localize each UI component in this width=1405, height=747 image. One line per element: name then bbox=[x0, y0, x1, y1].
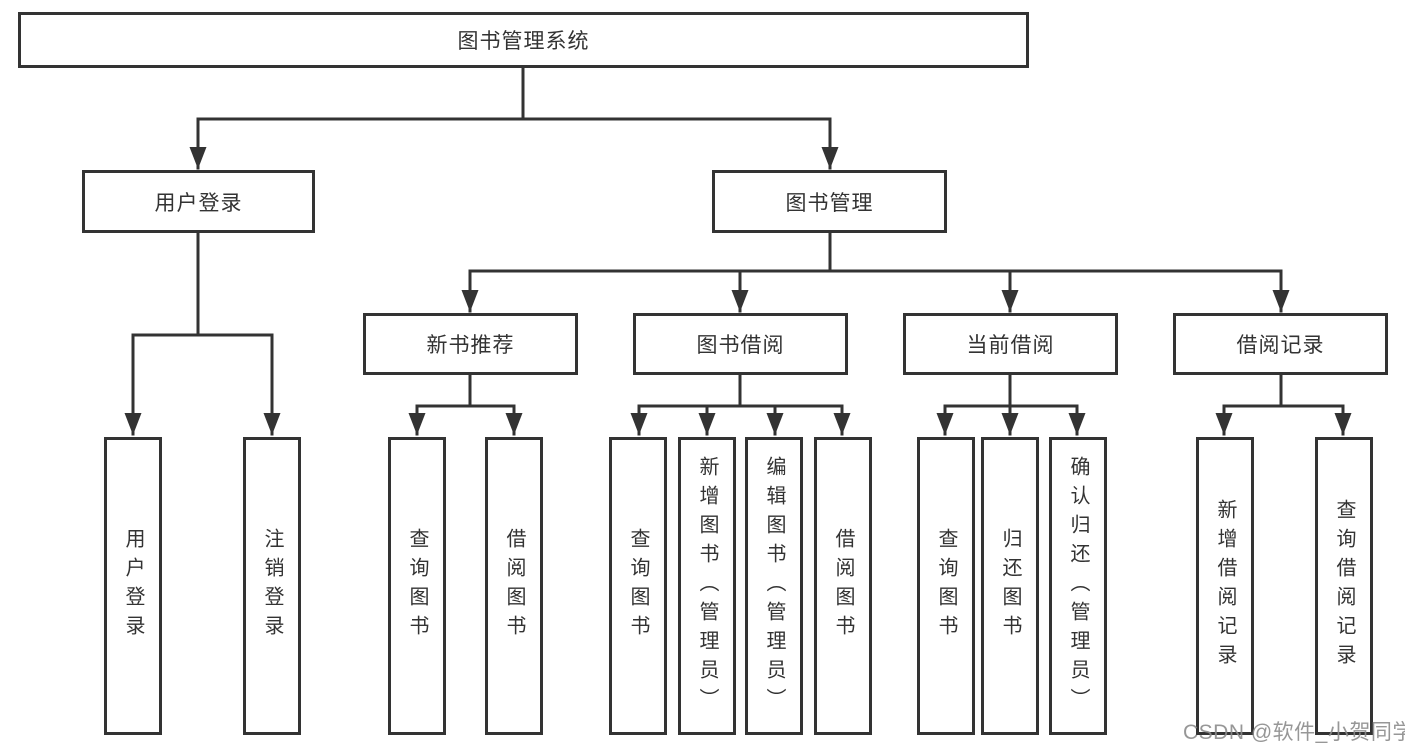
node-root: 图书管理系统 bbox=[18, 12, 1029, 68]
leaf-user-login-label: 用户登录 bbox=[122, 528, 144, 644]
node-book-borrow-label: 图书借阅 bbox=[696, 334, 785, 357]
leaf-current-return-books: 归还图书 bbox=[981, 437, 1039, 735]
leaf-logout-label: 注销登录 bbox=[261, 528, 283, 644]
connector-trunks bbox=[131, 66, 1345, 408]
node-new-book-recommend-label: 新书推荐 bbox=[426, 334, 515, 357]
node-book-borrow: 图书借阅 bbox=[633, 313, 848, 375]
node-root-label: 图书管理系统 bbox=[457, 30, 590, 53]
node-borrow-records-label: 借阅记录 bbox=[1236, 334, 1325, 357]
leaf-borrow-add-books-admin: 新增图书（管理员） bbox=[678, 437, 736, 735]
leaf-records-query-record-label: 查询借阅记录 bbox=[1333, 499, 1355, 673]
leaf-borrow-add-books-admin-label: 新增图书（管理员） bbox=[696, 455, 718, 717]
node-user-login-label: 用户登录 bbox=[154, 191, 243, 215]
leaf-current-query-books: 查询图书 bbox=[917, 437, 975, 735]
node-user-login: 用户登录 bbox=[82, 170, 315, 233]
leaf-current-confirm-return-admin: 确认归还（管理员） bbox=[1049, 437, 1107, 735]
leaf-borrow-query-books: 查询图书 bbox=[609, 437, 667, 735]
leaf-current-return-books-label: 归还图书 bbox=[999, 528, 1021, 644]
node-book-management: 图书管理 bbox=[712, 170, 947, 233]
leaf-user-login: 用户登录 bbox=[104, 437, 162, 735]
leaf-borrow-query-books-label: 查询图书 bbox=[627, 528, 649, 644]
leaf-logout: 注销登录 bbox=[243, 437, 301, 735]
leaf-borrow-borrow-books-label: 借阅图书 bbox=[832, 528, 854, 644]
leaf-recommend-borrow-books: 借阅图书 bbox=[485, 437, 543, 735]
leaf-current-query-books-label: 查询图书 bbox=[935, 528, 957, 644]
leaf-recommend-query-books: 查询图书 bbox=[388, 437, 446, 735]
node-current-borrow-label: 当前借阅 bbox=[966, 334, 1055, 357]
leaf-records-query-record: 查询借阅记录 bbox=[1315, 437, 1373, 735]
node-current-borrow: 当前借阅 bbox=[903, 313, 1118, 375]
leaf-current-confirm-return-admin-label: 确认归还（管理员） bbox=[1067, 455, 1089, 717]
leaf-records-add-record-label: 新增借阅记录 bbox=[1214, 499, 1236, 673]
leaf-borrow-edit-books-admin: 编辑图书（管理员） bbox=[745, 437, 803, 735]
leaf-records-add-record: 新增借阅记录 bbox=[1196, 437, 1254, 735]
csdn-watermark: CSDN @软件_小贺同学 bbox=[1183, 721, 1405, 744]
node-book-management-label: 图书管理 bbox=[785, 191, 874, 215]
leaf-recommend-query-books-label: 查询图书 bbox=[406, 528, 428, 644]
node-borrow-records: 借阅记录 bbox=[1173, 313, 1388, 375]
node-new-book-recommend: 新书推荐 bbox=[363, 313, 578, 375]
leaf-borrow-edit-books-admin-label: 编辑图书（管理员） bbox=[763, 455, 785, 717]
leaf-borrow-borrow-books: 借阅图书 bbox=[814, 437, 872, 735]
leaf-recommend-borrow-books-label: 借阅图书 bbox=[503, 528, 525, 644]
